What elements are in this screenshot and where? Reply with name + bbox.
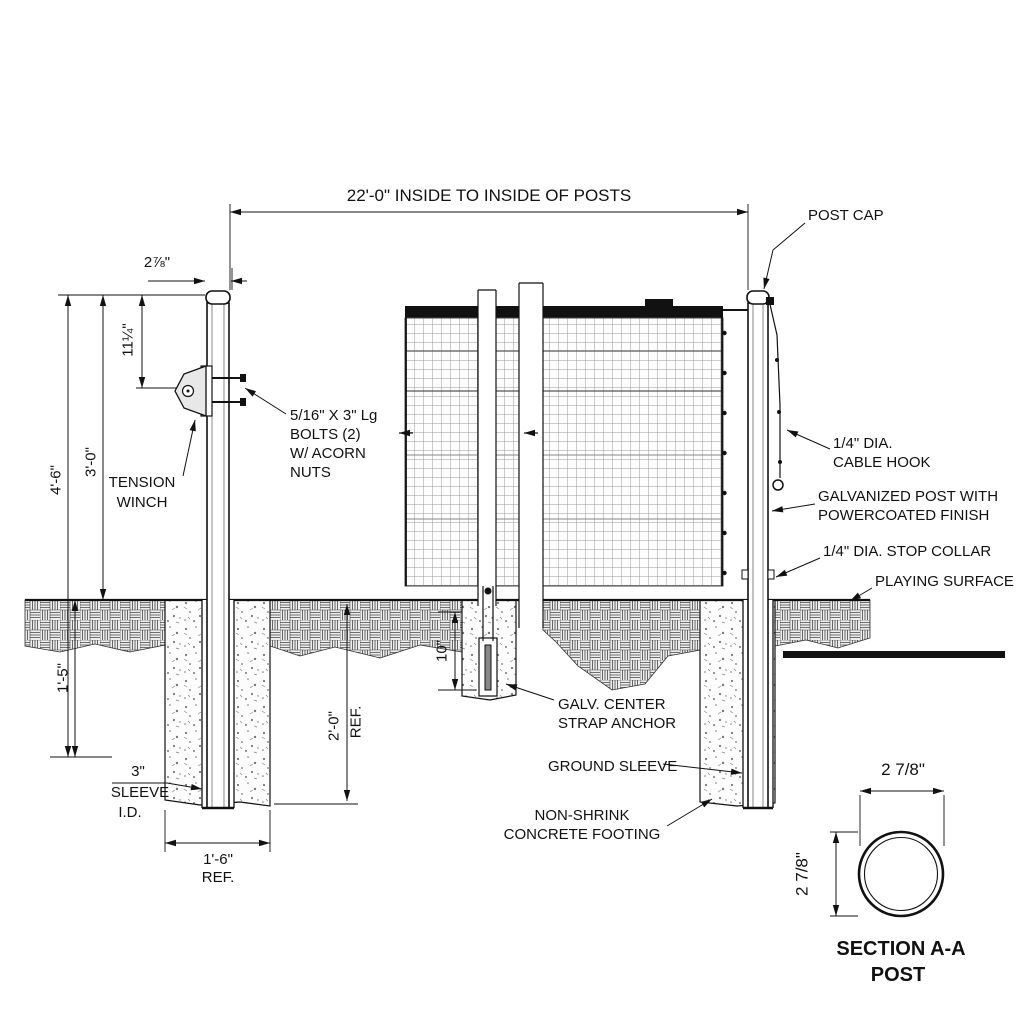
cable-anchor-block (766, 297, 774, 305)
net-seam-lines (405, 454, 723, 520)
dim-footing-width: 1'-6" (203, 851, 233, 868)
label-bolts-3: W/ ACORN (290, 445, 366, 462)
stop-collar-left-nub (741, 569, 749, 580)
label-bolts-1: 5/16" X 3" Lg (290, 407, 377, 424)
dim-section-od-horizontal: 2 7/8" (881, 760, 925, 779)
label-cable-hook-1: 1/4" DIA. (833, 435, 893, 452)
right-post-pipe-walls (752, 303, 764, 808)
label-stop-collar: 1/4" DIA. STOP COLLAR (823, 543, 991, 560)
dim-overall-height: 4'-6" (48, 465, 65, 495)
section-subtitle: POST (871, 964, 925, 986)
dim-anchor-depth: 10" (434, 640, 451, 662)
net-mesh (404, 317, 724, 587)
section-post-outer (857, 830, 945, 918)
label-bolts-2: BOLTS (2) (290, 426, 361, 443)
dim-section-od-vertical: 2 7/8" (793, 852, 812, 896)
label-winch-2: WINCH (117, 494, 168, 511)
label-footing-1: NON-SHRINK (534, 807, 629, 824)
section-post-inner (863, 836, 939, 912)
net-assembly (399, 282, 748, 641)
dim-winch-height: 11¼" (120, 323, 137, 356)
label-ground-sleeve: GROUND SLEEVE (548, 758, 677, 775)
right-grade-line (783, 651, 1005, 658)
net-cable-lines (405, 350, 723, 392)
label-strap-anchor-2: STRAP ANCHOR (558, 715, 676, 732)
dim-above-grade: 3'-0" (83, 447, 100, 477)
label-post-cap: POST CAP (808, 207, 884, 224)
right-post-cap (746, 290, 770, 305)
left-post-cap (205, 290, 231, 305)
post-cable (768, 299, 781, 478)
cable-sleeve (645, 299, 673, 312)
section-a-a: 2 7/8" 2 7/8" SECTION A-A POST (793, 760, 966, 986)
right-post-assembly (741, 290, 784, 810)
label-galv-post-2: POWERCOATED FINISH (818, 507, 989, 524)
dim-inside-to-inside: 22'-0" INSIDE TO INSIDE OF POSTS (347, 186, 632, 205)
label-winch-1: TENSION (109, 474, 176, 491)
tension-winch (174, 365, 246, 417)
winch-bolts (212, 377, 242, 403)
net-lacing-dots (722, 330, 727, 576)
acorn-nut-bottom (240, 398, 246, 406)
dim-footing-depth-ref: REF. (348, 706, 365, 739)
dim-post-od: 2⅞" (144, 254, 170, 271)
label-footing-2: CONCRETE FOOTING (504, 826, 661, 843)
dim-footing-width-ref: REF. (202, 869, 235, 886)
cable-hook (772, 479, 784, 491)
stop-collar-right-nub (767, 569, 775, 580)
strap-buckle (484, 587, 492, 595)
section-title: SECTION A-A (836, 938, 965, 960)
label-sleeve-id-value: 3" (131, 763, 145, 780)
left-ground-sleeve (201, 600, 235, 808)
label-sleeve-id-word2: I.D. (118, 804, 141, 821)
dim-footing-depth: 2'-0" (326, 711, 343, 741)
cable-dots (775, 358, 782, 464)
callout-labels: POST CAP 5/16" X 3" Lg BOLTS (2) W/ ACOR… (109, 207, 1014, 843)
right-post (747, 302, 769, 809)
label-playing-surface: PLAYING SURFACE (875, 573, 1014, 590)
net-top-band (405, 306, 723, 318)
center-strap-anchor (478, 637, 498, 697)
label-strap-anchor-1: GALV. CENTER (558, 696, 666, 713)
label-cable-hook-2: CABLE HOOK (833, 454, 931, 471)
acorn-nut-top (240, 374, 246, 382)
label-sleeve-id-word1: SLEEVE (111, 784, 169, 801)
net-break-strap (518, 282, 544, 628)
label-bolts-4: NUTS (290, 464, 331, 481)
left-post-assembly (174, 290, 246, 810)
surface-hatch-right (774, 599, 871, 649)
surface-hatch-left (24, 599, 166, 653)
label-galv-post-1: GALVANIZED POST WITH (818, 488, 998, 505)
right-ground-sleeve (742, 600, 774, 808)
dim-left-depth: 1'-5" (55, 663, 72, 693)
center-strap (477, 289, 497, 641)
dimension-annotations: 22'-0" INSIDE TO INSIDE OF POSTS 2⅞" 11¼… (48, 186, 749, 886)
